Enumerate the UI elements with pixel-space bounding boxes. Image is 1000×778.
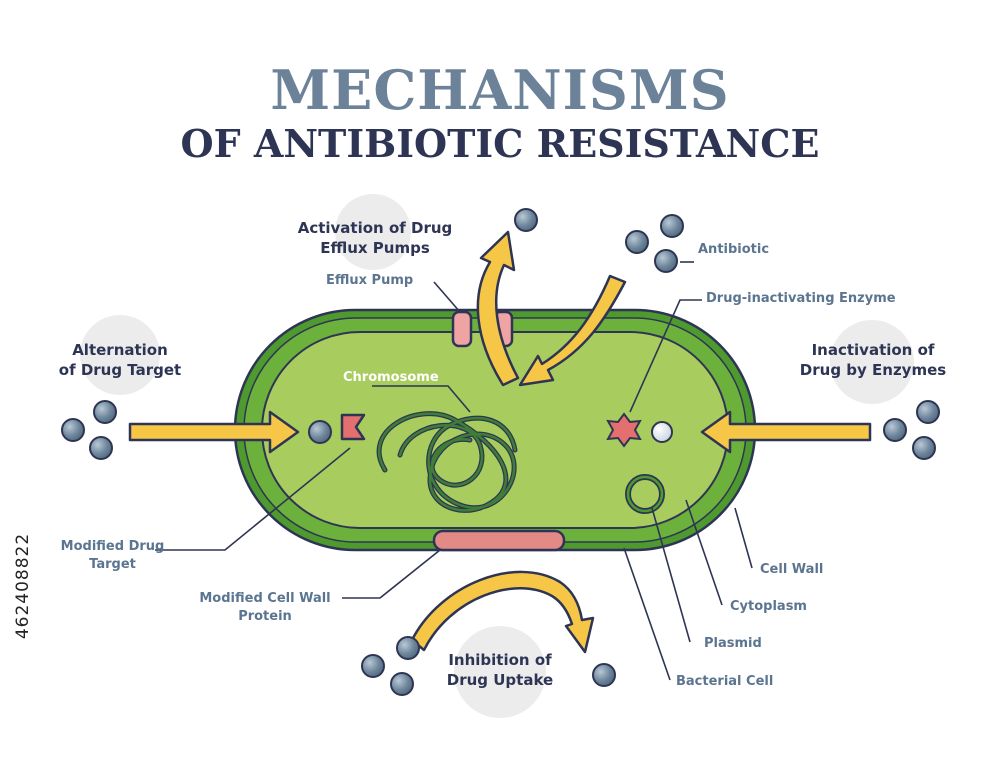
molecule [93, 400, 117, 424]
molecule [883, 418, 907, 442]
heading-efflux-line2: Efflux Pumps [320, 239, 430, 257]
molecule [396, 636, 420, 660]
label-modified-cell-wall-protein: Modified Cell Wall Protein [185, 590, 345, 626]
heading-enzymes-line2: Drug by Enzymes [799, 361, 947, 379]
label-modified-drug-target: Modified Drug Target [60, 538, 165, 574]
watermark-id: 462408822 [13, 532, 33, 640]
label-chromosome: Chromosome [343, 370, 439, 385]
heading-efflux: Activation of Drug Efflux Pumps [270, 218, 480, 258]
molecule [660, 214, 684, 238]
heading-uptake-line2: Drug Uptake [446, 671, 554, 689]
modified-cell-wall-protein [432, 529, 566, 552]
heading-target-line2: of Drug Target [58, 361, 182, 379]
molecule [361, 654, 385, 678]
molecule [916, 400, 940, 424]
molecule [592, 663, 616, 687]
label-cell-wall-protein-line2: Protein [238, 609, 292, 624]
page-subtitle: OF ANTIBIOTIC RESISTANCE [180, 121, 820, 166]
molecule [61, 418, 85, 442]
drug-inactivating-enzyme [606, 412, 642, 448]
heading-enzymes: Inactivation of Drug by Enzymes [778, 340, 968, 380]
label-cell-wall: Cell Wall [760, 562, 824, 577]
heading-efflux-line1: Activation of Drug [297, 219, 453, 237]
arrows [128, 230, 872, 654]
molecule [89, 436, 113, 460]
molecule [654, 249, 678, 273]
bg-circle-uptake [454, 626, 546, 718]
bg-circle-efflux [335, 194, 411, 270]
heading-enzymes-line1: Inactivation of [811, 341, 935, 359]
bg-circle-enzymes [830, 320, 914, 404]
chromosome-inner [377, 412, 517, 512]
label-modified-drug-target-line2: Target [89, 557, 136, 572]
antibiotic-molecules [61, 208, 940, 696]
page-title: MECHANISMS [270, 58, 730, 122]
label-drug-inactivating-enzyme: Drug-inactivating Enzyme [706, 291, 896, 306]
heading-target-line1: Alternation [72, 341, 168, 359]
molecule [912, 436, 936, 460]
label-efflux-pump: Efflux Pump [326, 273, 414, 288]
arrow-efflux [476, 230, 520, 387]
background-circles [80, 194, 914, 718]
molecule [308, 420, 332, 444]
heading-target: Alternation of Drug Target [40, 340, 200, 380]
label-modified-drug-target-line1: Modified Drug [60, 539, 165, 554]
heading-uptake: Inhibition of Drug Uptake [420, 650, 580, 690]
arrow-enzymes [700, 410, 872, 454]
label-bacterial-cell: Bacterial Cell [676, 674, 774, 689]
molecule [625, 230, 649, 254]
heading-uptake-line1: Inhibition of [448, 651, 552, 669]
arrow-entry [518, 274, 627, 387]
bg-circle-target [80, 315, 160, 395]
label-plasmid: Plasmid [704, 636, 762, 651]
inactivated-molecule [651, 421, 673, 443]
plasmid-inner [626, 475, 664, 513]
label-antibiotic: Antibiotic [698, 242, 770, 257]
leader-lines [155, 261, 753, 681]
molecule [514, 208, 538, 232]
arrow-target [128, 410, 300, 454]
label-cytoplasm: Cytoplasm [730, 599, 807, 614]
modified-drug-target [340, 413, 366, 441]
arrow-uptake [410, 570, 595, 654]
label-cell-wall-protein-line1: Modified Cell Wall [199, 591, 331, 606]
molecule [390, 672, 414, 696]
